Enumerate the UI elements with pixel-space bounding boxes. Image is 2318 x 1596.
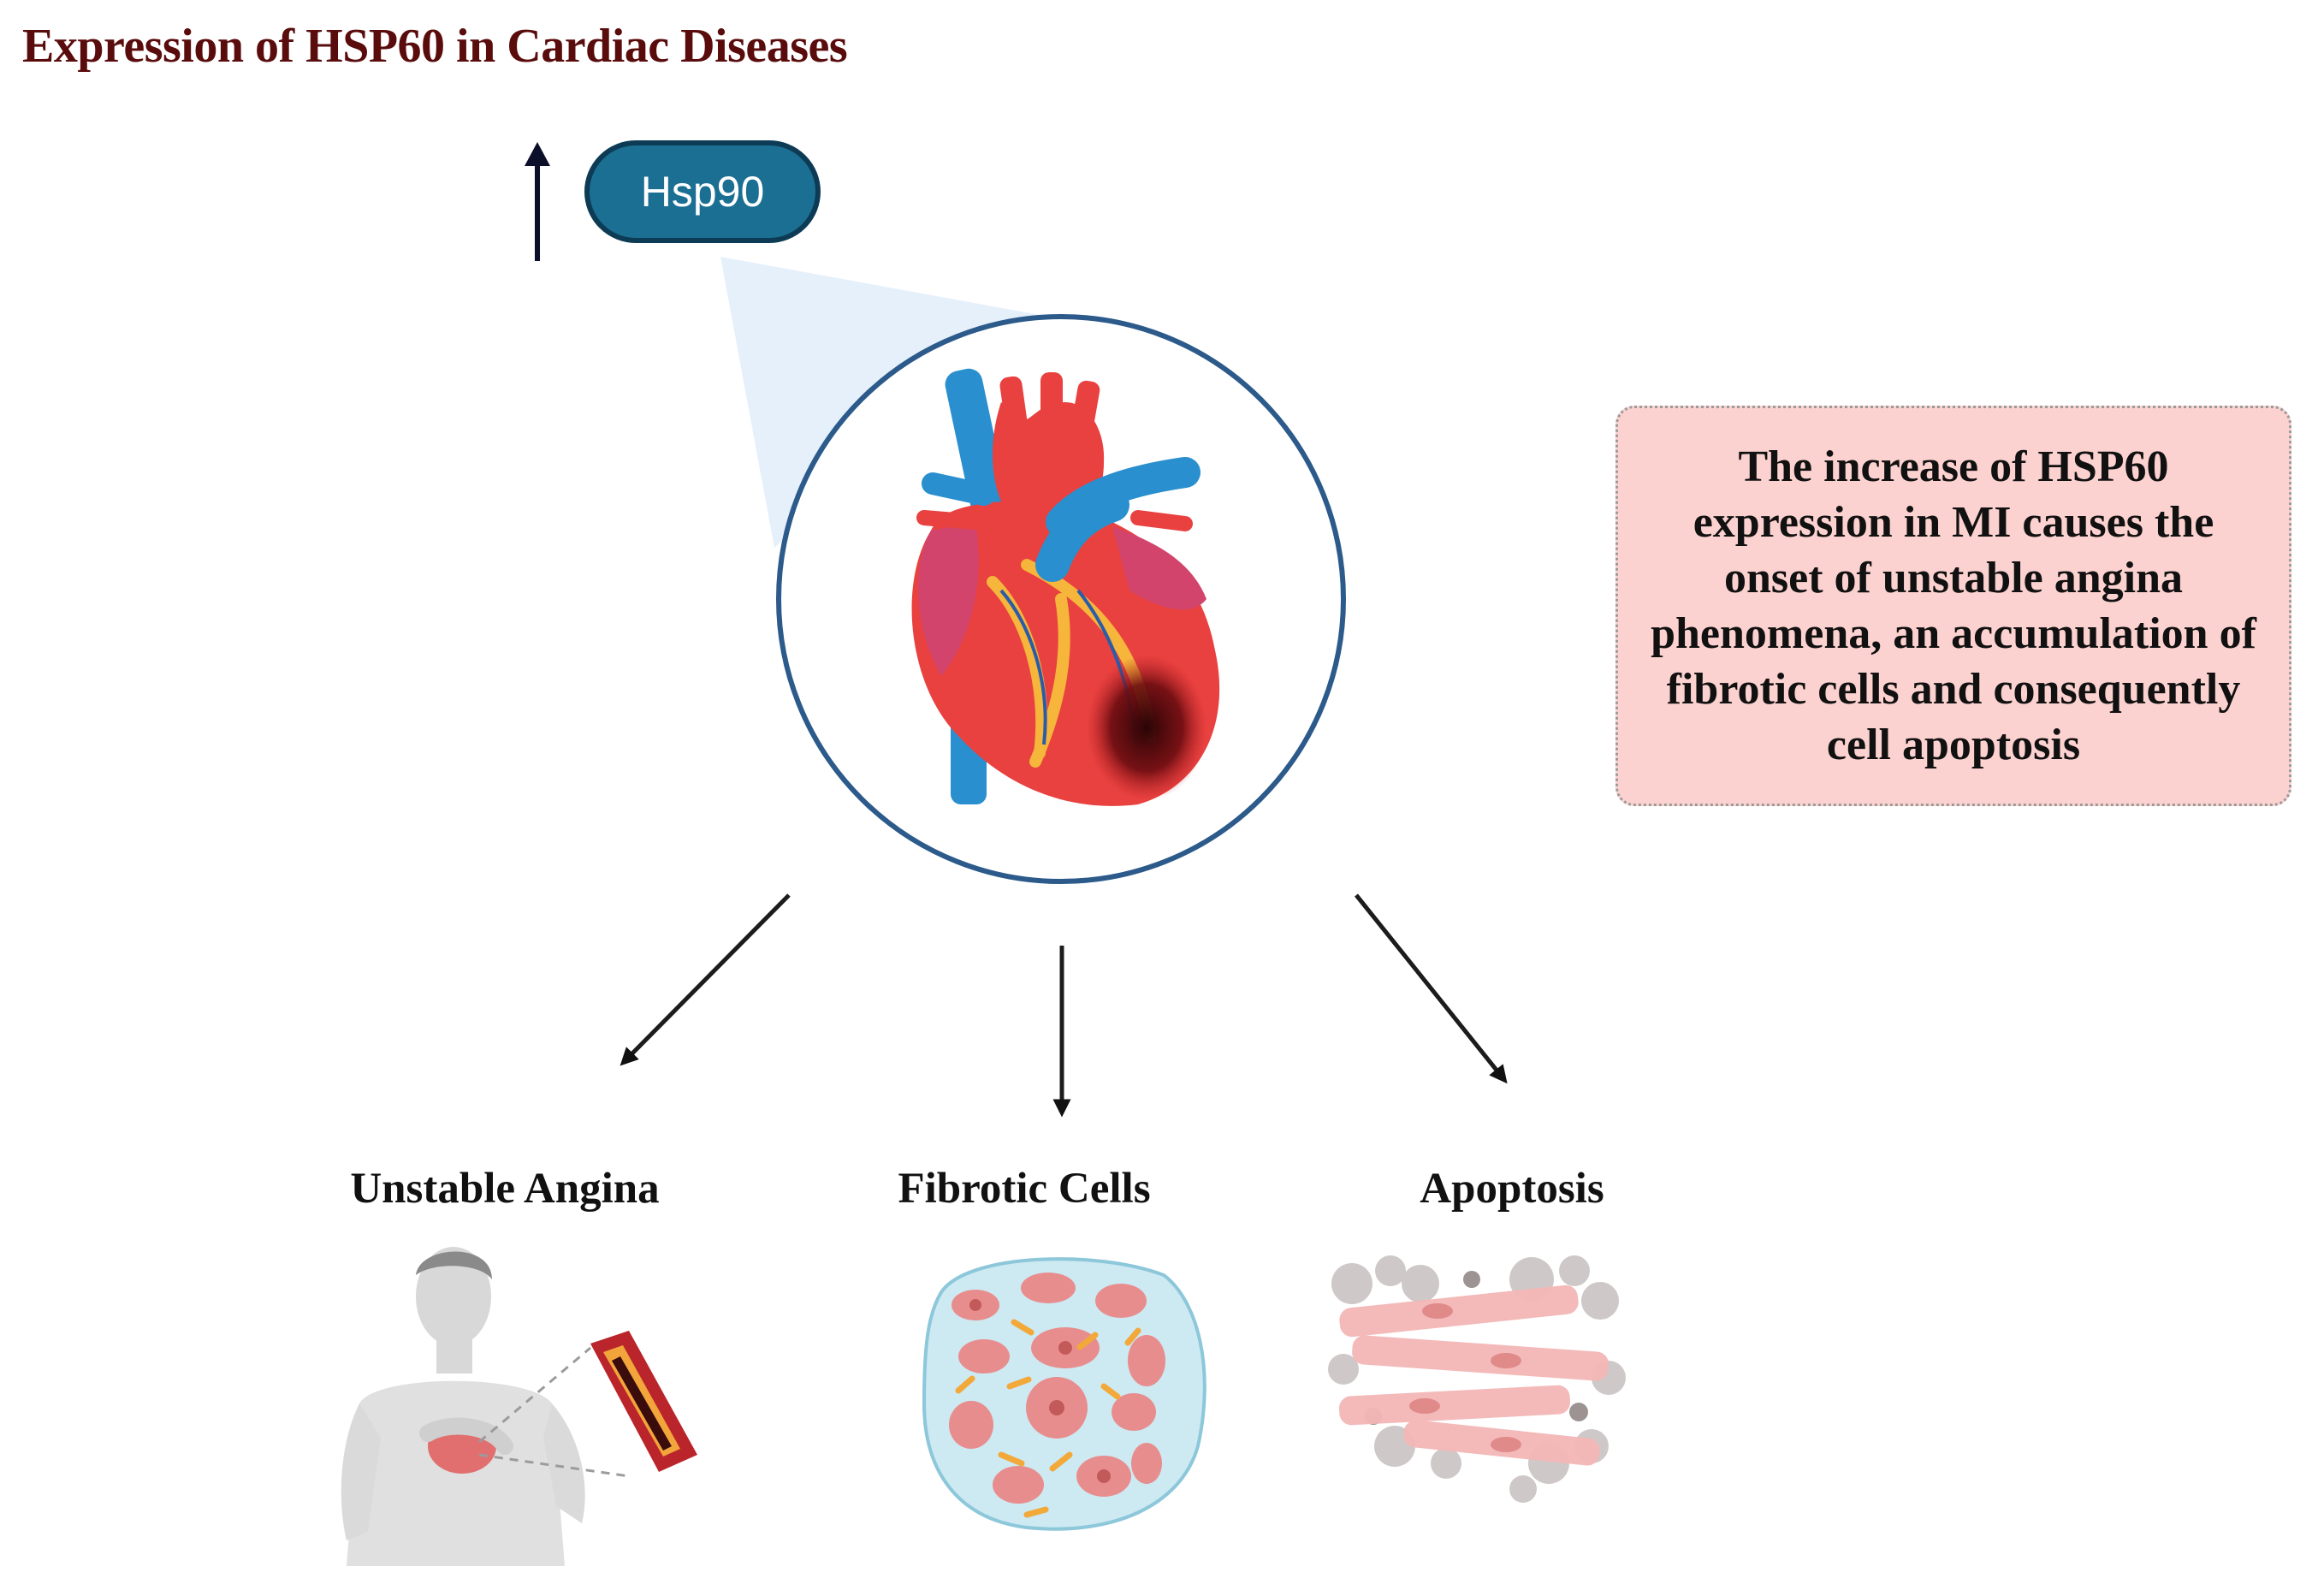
outcome-label-apoptosis: Apoptosis	[1420, 1165, 1604, 1213]
outcome-label-fibrotic-cells: Fibrotic Cells	[898, 1165, 1151, 1213]
apoptotic-cells-icon	[1328, 1255, 1626, 1503]
arrow-to-apoptosis	[1355, 893, 1508, 1084]
description-box: The increase of HSP60 expression in MI c…	[1615, 406, 2291, 806]
heart-icon	[911, 368, 1220, 806]
hsp90-label: Hsp90	[640, 168, 765, 216]
page-title: Expression of HSP60 in Cardiac Diseases	[22, 20, 848, 73]
description-text: The increase of HSP60 expression in MI c…	[1651, 442, 2256, 769]
up-arrow-icon	[525, 142, 550, 261]
person-with-plaqued-artery-icon	[341, 1247, 697, 1566]
arrow-to-unstable-angina	[620, 893, 791, 1066]
hsp90-marker: Hsp90	[584, 140, 821, 243]
outcome-label-unstable-angina: Unstable Angina	[350, 1165, 660, 1213]
fibrotic-tissue-icon	[922, 1257, 1206, 1531]
